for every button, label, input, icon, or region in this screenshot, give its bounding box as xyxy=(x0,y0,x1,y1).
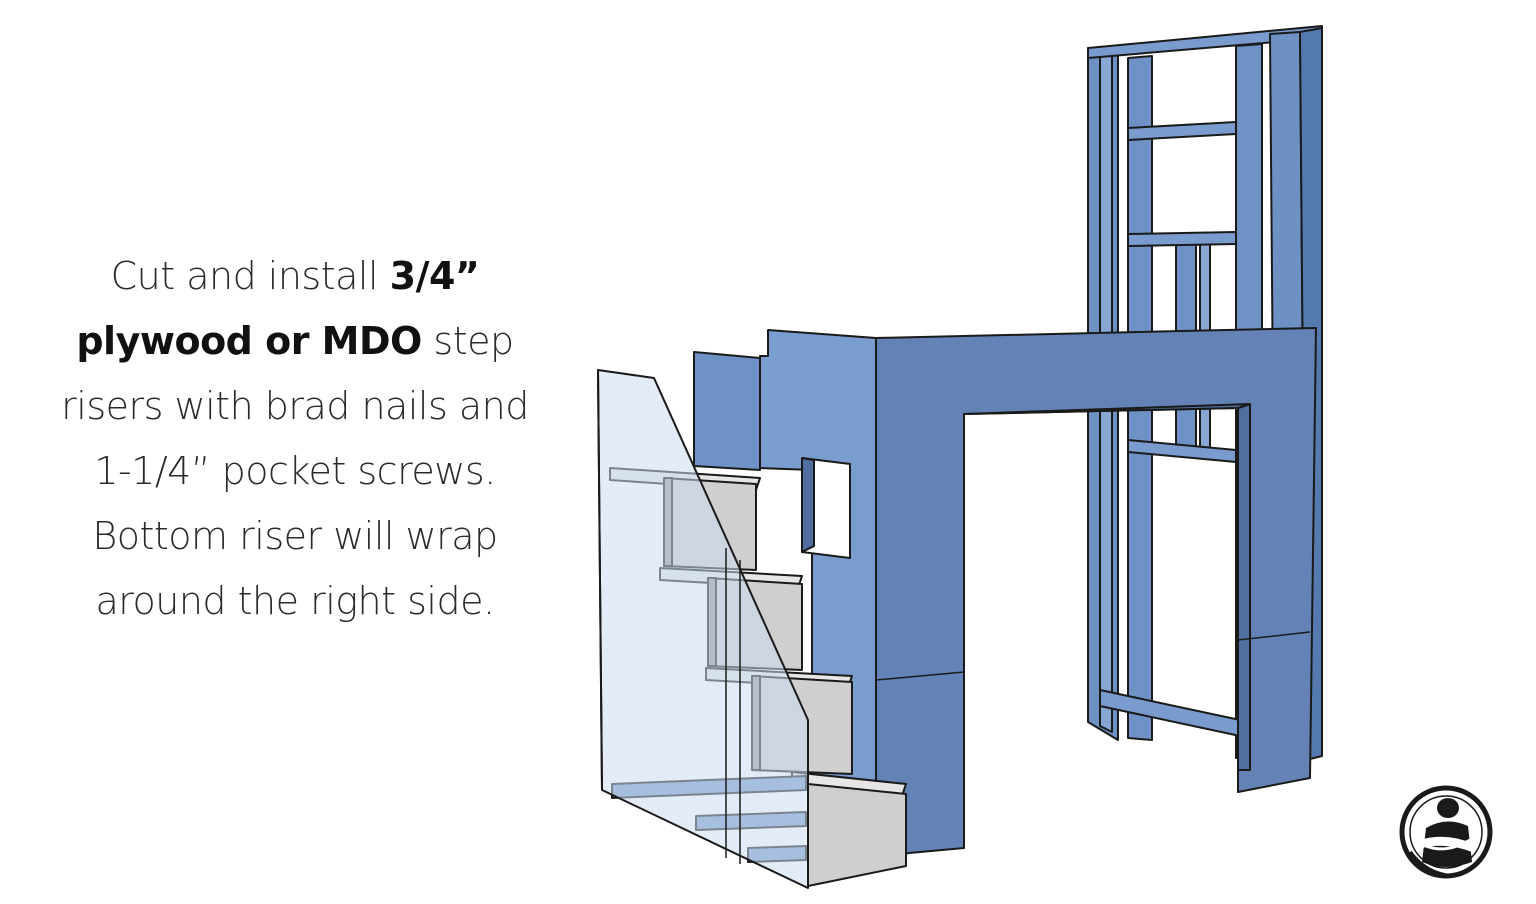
woodworker-crossed-arms-logo-icon xyxy=(1399,785,1493,879)
instruction-lead: Cut and install xyxy=(110,254,390,298)
instruction-line-6: around the right side. xyxy=(95,579,495,623)
instruction-material-type: plywood or MDO xyxy=(76,319,422,363)
transparent-stair-stringer xyxy=(597,369,809,889)
stair-depth-lines xyxy=(725,548,741,864)
instruction-line-3: risers with brad nails and xyxy=(61,384,529,428)
instruction-line-4: 1-1/4” pocket screws. xyxy=(94,449,496,493)
instruction-step-word: step xyxy=(421,319,514,363)
instruction-line-5: Bottom riser will wrap xyxy=(92,514,498,558)
instruction-material-thickness: 3/4” xyxy=(389,254,480,298)
front-end-panel xyxy=(875,327,1317,857)
instruction-text: Cut and install 3/4” plywood or MDO step… xyxy=(60,244,530,634)
